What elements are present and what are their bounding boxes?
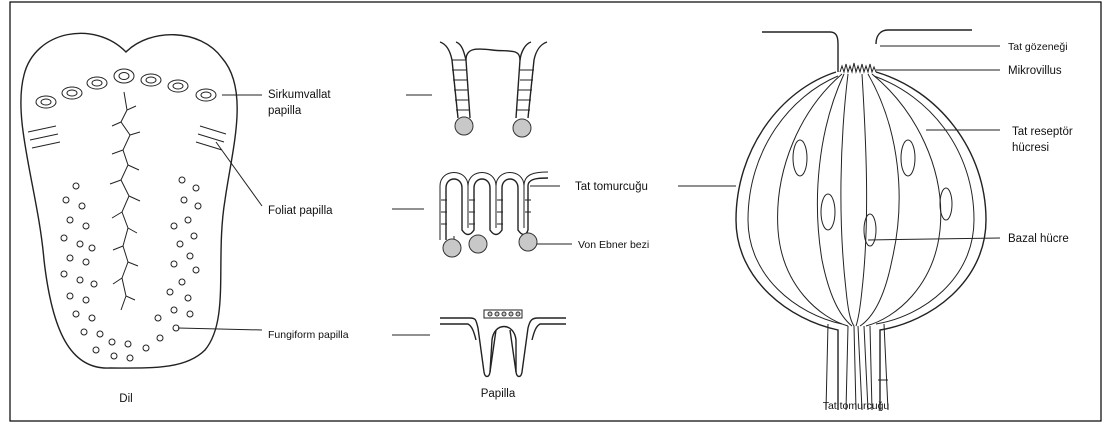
tongue-drawing xyxy=(21,33,262,368)
label-von-ebner: Von Ebner bezi xyxy=(578,239,649,251)
label-tat-reseptor-1: Tat reseptör xyxy=(1012,126,1073,138)
leader-foliat xyxy=(216,142,262,206)
median-fissure xyxy=(110,92,140,310)
label-mikrovillus: Mikrovillus xyxy=(1008,65,1062,77)
circumvallate-papilla-drawing xyxy=(440,42,547,137)
microvilli xyxy=(840,63,876,72)
fungiform-dots xyxy=(61,177,201,361)
label-tat-tomurcugu-mid: Tat tomurcuğu xyxy=(575,181,648,193)
caption-papilla: Papilla xyxy=(481,388,516,400)
figure-border xyxy=(10,2,1101,421)
label-fungiform: Fungiform papilla xyxy=(268,329,349,341)
label-sirkumvallat-2: papilla xyxy=(268,105,302,117)
foliate-stripes xyxy=(28,126,226,150)
label-tat-gozenegi: Tat gözeneği xyxy=(1008,41,1068,53)
tongue-outline xyxy=(21,33,237,368)
caption-tat-tomurcugu: Tat tomurcuğu xyxy=(823,400,890,412)
label-bazal-hucre: Bazal hücre xyxy=(1008,233,1069,245)
label-sirkumvallat-1: Sirkumvallat xyxy=(268,89,331,101)
papilla-drawings xyxy=(392,42,572,377)
foliate-papilla-drawing xyxy=(440,172,572,257)
fungiform-papilla-drawing xyxy=(440,310,566,377)
label-foliat: Foliat papilla xyxy=(268,205,333,217)
caption-dil: Dil xyxy=(119,393,132,405)
label-tat-reseptor-2: hücresi xyxy=(1012,142,1049,154)
taste-bud-drawing xyxy=(736,30,1000,410)
leader-fungiform xyxy=(178,328,262,330)
